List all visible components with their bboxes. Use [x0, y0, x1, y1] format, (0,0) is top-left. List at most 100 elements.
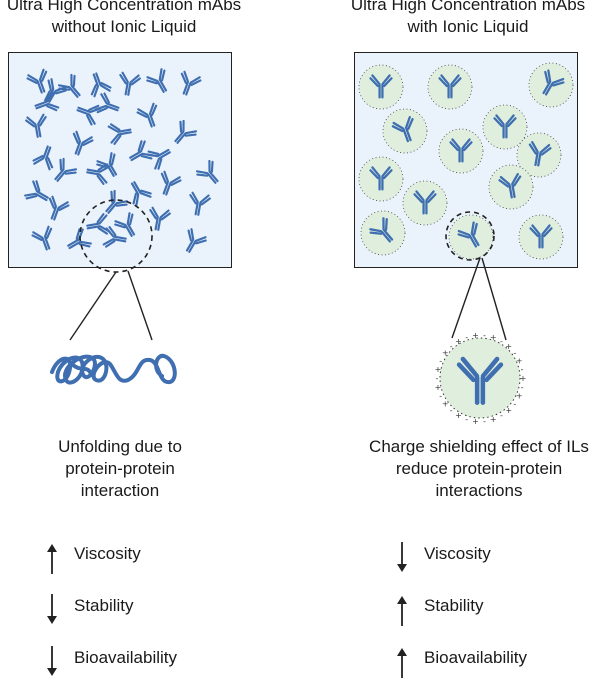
panel-with-ionic-liquid	[354, 52, 578, 268]
caption-left-line-2: protein-protein	[65, 459, 175, 478]
charge-sign: +	[435, 383, 442, 392]
antibody-icon	[180, 70, 202, 96]
ionic-liquid-shell	[402, 180, 448, 226]
antibody-icon	[119, 71, 141, 96]
effect-label: Viscosity	[424, 544, 491, 563]
charge-sign: -	[436, 374, 439, 383]
charge-sign: -	[465, 333, 468, 342]
antibody-icon	[185, 228, 207, 253]
charge-sign: +	[490, 415, 497, 424]
antibody-icon	[102, 226, 127, 248]
antibody-icon	[48, 195, 70, 221]
antibody-icon	[34, 90, 60, 112]
caption-left-line-1: Unfolding due to	[58, 437, 182, 456]
arrow-up-icon	[397, 596, 407, 626]
charge-sign: +	[505, 406, 512, 415]
right-title-line-2: with Ionic Liquid	[407, 17, 529, 36]
antibody-icon	[542, 69, 565, 96]
antibody-icon	[130, 181, 152, 206]
antibody-icon	[195, 159, 219, 184]
antibody-icon	[72, 130, 94, 156]
ionic-liquid-shell	[358, 156, 404, 202]
unfolded-protein-icon	[50, 353, 177, 385]
antibody-icon	[189, 191, 211, 216]
caption-right-line-1: Charge shielding effect of ILs	[369, 437, 589, 456]
antibody-icon	[369, 217, 394, 243]
antibody-icon	[146, 68, 168, 93]
effect-label: Stability	[424, 596, 484, 615]
charge-sign: +	[442, 399, 449, 408]
ionic-liquid-shell	[518, 214, 564, 260]
antibody-icon	[25, 113, 47, 138]
antibody-icon	[174, 119, 198, 144]
ionic-liquid-shell	[427, 64, 473, 110]
zoom-line-right-1	[451, 257, 481, 339]
arrow-up-icon	[397, 648, 407, 678]
charge-sign: -	[439, 357, 442, 366]
zoom-line-left-1	[69, 271, 117, 341]
caption-right-line-2: reduce protein-protein	[395, 459, 563, 478]
antibody-icon	[493, 114, 517, 139]
antibody-icon	[528, 141, 552, 167]
right-panel-title: Ultra High Concentration mAbs with Ionic…	[328, 0, 608, 38]
charge-sign: -	[513, 349, 516, 358]
charge-sign: +	[442, 349, 449, 358]
antibody-icon	[456, 356, 504, 405]
charge-sign: -	[521, 365, 524, 374]
charge-sign: +	[472, 417, 479, 426]
ionic-liquid-shell	[482, 104, 528, 150]
charge-sign: -	[483, 331, 486, 340]
arrow-up-icon	[47, 544, 57, 574]
antibody-icon	[160, 170, 182, 196]
arrow-down-icon	[47, 594, 57, 624]
antibody-icon	[149, 206, 171, 231]
antibody-icon	[369, 74, 393, 99]
effect-label: Bioavailability	[74, 648, 177, 667]
antibody-icon	[26, 68, 48, 94]
antibody-icon	[438, 74, 462, 99]
charge-sign: +	[455, 411, 462, 420]
left-panel-title: Ultra High Concentration mAbs without Io…	[0, 0, 284, 38]
charge-sign: -	[513, 399, 516, 408]
aggregated-antibodies	[24, 68, 219, 253]
right-title-line-1: Ultra High Concentration mAbs	[350, 0, 586, 14]
antibody-icon	[391, 116, 414, 143]
charge-sign: -	[465, 415, 468, 424]
panel-without-ionic-liquid	[8, 52, 232, 268]
charge-sign: +	[455, 337, 462, 346]
antibody-icon	[413, 190, 437, 215]
charge-sign: -	[500, 411, 503, 420]
antibody-icon	[90, 72, 112, 98]
antibody-icon	[67, 228, 92, 250]
left-title-line-1: Ultra High Concentration mAbs	[6, 0, 242, 14]
antibody-icon	[54, 157, 78, 182]
antibody-icon	[529, 224, 553, 249]
charge-signs: +-+-+-+-+-+-+-+-+-+-+-+-+-+-+-	[435, 331, 527, 426]
charge-sign: +	[516, 391, 523, 400]
charge-sign: +	[516, 357, 523, 366]
zoom-circle-left	[79, 199, 153, 273]
zoom-line-right-2	[481, 257, 507, 341]
charge-sign: -	[483, 417, 486, 426]
ionic-liquid-shell	[438, 128, 484, 174]
arrow-down-icon	[47, 646, 57, 676]
charge-sign: -	[450, 406, 453, 415]
charge-sign: -	[439, 391, 442, 400]
effect-label: Viscosity	[74, 544, 141, 563]
caption-left-line-3: interaction	[80, 481, 160, 500]
antibody-icon	[369, 166, 393, 191]
charge-sign: -	[521, 383, 524, 392]
antibody-icon	[457, 221, 480, 248]
effect-label: Bioavailability	[424, 648, 527, 667]
caption-right: Charge shielding effect of ILs reduce pr…	[348, 436, 610, 502]
charge-sign: +	[505, 342, 512, 351]
charge-sign: +	[490, 333, 497, 342]
antibody-icon	[114, 212, 136, 237]
antibody-icon	[94, 92, 120, 114]
effect-label: Stability	[74, 596, 134, 615]
antibody-icon	[24, 180, 49, 202]
antibody-icon	[498, 173, 522, 199]
antibody-icon	[96, 152, 118, 177]
antibody-icon	[449, 138, 473, 163]
antibody-icon	[107, 123, 132, 145]
